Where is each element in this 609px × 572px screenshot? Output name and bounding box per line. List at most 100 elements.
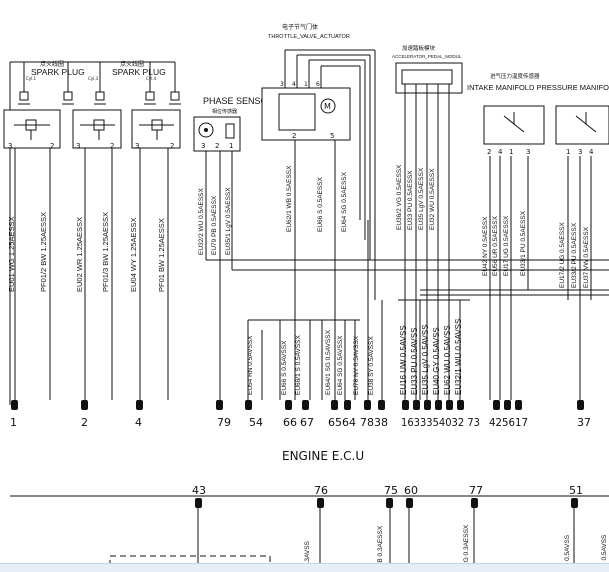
ignition-coil-2: [72, 109, 122, 149]
coil-pin: 2: [50, 142, 54, 150]
coil-pin: 2: [170, 142, 174, 150]
wire-label: EU32/1 WU 0.5AVSS: [454, 319, 463, 395]
throttle-pin: 2: [292, 132, 296, 140]
spark-plug-icon: Cyl.3: [62, 62, 106, 105]
ecu-pin-label: 64: [342, 416, 356, 429]
ecu-pin-label: 1633354032 73: [401, 416, 480, 429]
phase-pin: 1: [229, 142, 233, 150]
spark-plug-icon: Cyl.4: [144, 62, 181, 105]
wire-label: PF01/2 BW 1.25AESSX: [39, 212, 48, 292]
ecu-bottom-connectors: 43 76 75 60 77 51 0.3AVSS YB 0.3AESSX RG…: [109, 484, 608, 571]
wire-label: EU62 WU 0.5AVSS: [443, 325, 452, 395]
ignition-coil-1: [3, 109, 61, 149]
accelerator-pedal: 加速踏板模块 ACCELERATOR_PEDAL_MODUL: [392, 44, 463, 100]
phase-pin: 3: [201, 142, 205, 150]
wire-label: EU79 PB 0.5AESSX: [211, 195, 218, 255]
wire-label: EU32/2 WU 0.5AESSX: [198, 188, 205, 255]
throttle-pin: 1: [304, 81, 308, 88]
motor-icon: [320, 98, 336, 114]
throttle-pin: 5: [330, 132, 334, 140]
coil-pin: 3: [8, 142, 12, 150]
ecu-pin-label: 4: [135, 416, 142, 429]
ecu-pin-label: 2: [81, 416, 88, 429]
wire-label: YB 0.3AESSX: [377, 525, 384, 567]
wire-label: EU04 WY 1.25AESSX: [129, 218, 138, 292]
wire-label: EU64 SG 0.5AVSSX: [337, 335, 344, 395]
spark-plug-icon: Cyl.1: [18, 62, 37, 105]
wire-label: EU62/1 WB 0.5AESSX: [286, 165, 293, 232]
wire-label: EU56 UR 0.5AESSX: [492, 215, 499, 276]
throttle-title: THROTTLE_VALVE_ACTUATOR: [268, 34, 350, 40]
wire-label: EU01 WG 1.25AESSX: [7, 217, 16, 292]
throttle-actuator: 电子节气门体 THROTTLE_VALVE_ACTUATOR M 3 4 1 6…: [261, 23, 376, 300]
wire-label: EU66 S 0.5AVSSX: [281, 340, 288, 395]
ignition-coils: 3 2 3 2 3 2: [3, 109, 181, 150]
wire-labels-lower: EU54 RN 0.5AVSSX EU66 S 0.5AVSSX EU66/1 …: [247, 319, 463, 395]
wire-label: RG 0.3AESSX: [463, 524, 470, 567]
wire-label: EU35 LgV 0.5AESSX: [418, 167, 425, 230]
coil-pin: 3: [135, 142, 139, 150]
wire-label: EU33/2 PU 0.5AESSX: [571, 222, 578, 288]
intake-pin: 4: [498, 148, 503, 156]
wire-label: EU17/2 UG 0.5AESSX: [559, 222, 566, 288]
wire-label: EU33/1 PU 0.5AESSX: [520, 210, 527, 276]
cyl-label: Cyl.3: [88, 76, 99, 81]
coil-pin: 3: [76, 142, 80, 150]
wire-label: EU42 NY 0.5AESSX: [482, 216, 489, 276]
wire-label: EU35/1 LgV 0.5AESSX: [225, 187, 232, 255]
intake-pin: 2: [487, 148, 491, 156]
spark-plug-title-1: SPARK PLUG: [31, 67, 85, 77]
wire-label: EU78 NY 0.5AVSSX: [353, 335, 360, 395]
coil-pin: 2: [110, 142, 114, 150]
throttle-pin: 3: [280, 81, 284, 88]
spark-plug-title-2: SPARK PLUG: [112, 67, 166, 77]
ecu-pin-label: 1: [10, 416, 17, 429]
throttle-pin: 6: [316, 81, 320, 88]
wire-label: EU64 SG 0.5AESSX: [341, 171, 348, 232]
ignition-coil-3: [131, 109, 181, 149]
phase-sensor-cn: 相位传感器: [212, 108, 237, 115]
phase-pin: 2: [215, 142, 219, 150]
intake-pin: 3: [526, 148, 530, 156]
viewer-footer-bar: [0, 563, 609, 572]
ecu-pin-label: 425617: [489, 416, 528, 429]
phase-sensor-title: PHASE SENSOR: [203, 96, 275, 106]
ecu-pin-label: 78: [360, 416, 374, 429]
throttle-pin: 4: [292, 81, 296, 88]
intake-title: INTAKE MANIFOLD PRESSURE MANIFOLD: [467, 83, 609, 92]
intake-manifold-sensors: 进气压力温度传感器 INTAKE MANIFOLD PRESSURE MANIF…: [467, 72, 609, 156]
wire-label: EU33 PU 0.5AESSX: [407, 170, 414, 230]
wire-label: PF01/3 BW 1.25AESSX: [101, 212, 110, 292]
ecu-pin-label: 65: [328, 416, 342, 429]
ecu-bottom-pin-label: 51: [569, 484, 583, 497]
signal-wires: [205, 100, 609, 400]
intake-pin: 1: [566, 148, 570, 156]
ecu-title: ENGINE E.C.U: [282, 449, 364, 463]
ecu-bottom-pin-label: 60: [404, 484, 418, 497]
intake-pin: 4: [589, 148, 594, 156]
ecu-bottom-pin-label: 43: [192, 484, 206, 497]
wire-label: EU40 GY 0.5AVSS: [432, 327, 441, 395]
ecu-bottom-pin-label: 76: [314, 484, 328, 497]
ecu-pin-label: 37: [577, 416, 591, 429]
motor-label: M: [324, 102, 331, 111]
coil-wires: [14, 148, 169, 400]
wire-label: EU32 WU 0.5AESSX: [429, 168, 436, 230]
wire-label: EU33 PU 0.5AVSS: [410, 328, 419, 395]
wire-label: EU38 SY 0.5AVSSX: [368, 336, 375, 395]
cyl-label: Cyl.4: [146, 76, 157, 81]
spark-plug-symbols: Cyl.1 Cyl.3 Cyl.4: [18, 62, 181, 105]
phase-sensor: PHASE SENSOR 相位传感器 3 2 1: [193, 96, 275, 152]
pedal-title: ACCELERATOR_PEDAL_MODUL: [392, 54, 462, 59]
intake-pin: 1: [509, 148, 513, 156]
wire-label: R 0.5AVSS: [601, 534, 608, 567]
throttle-cn: 电子节气门体: [282, 23, 318, 31]
ecu-pin-label: 66: [283, 416, 297, 429]
spark-plug-cn-2: 点火线圈: [120, 60, 144, 68]
ecu-pin-label: 54: [249, 416, 263, 429]
spark-plug-cn-1: 点火线圈: [40, 60, 64, 68]
ecu-pin-label: 67: [300, 416, 314, 429]
wire-label: EU36/2 VG 0.5AESSX: [396, 164, 403, 230]
